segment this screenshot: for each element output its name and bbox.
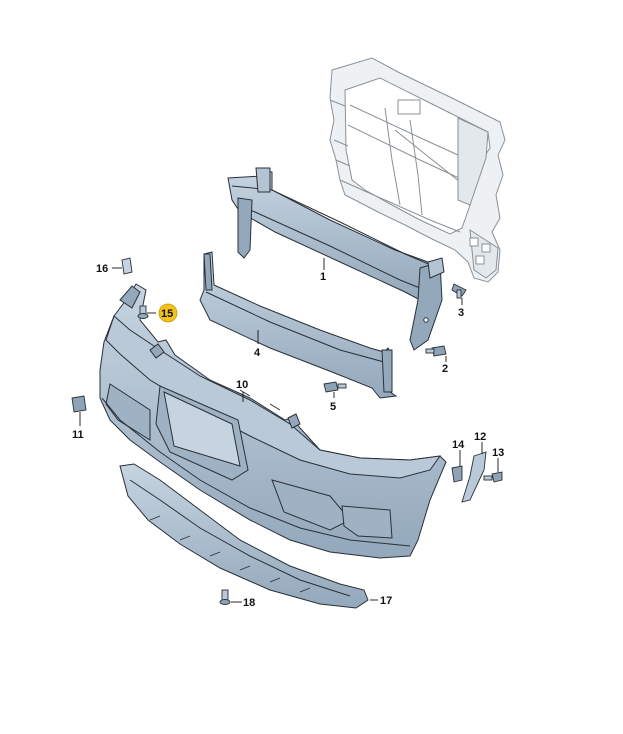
callouts: 16 15 1 3 2 4 5 10 11 12 14 13 17 18 [72, 263, 504, 609]
part-11-bracket [71, 395, 87, 413]
part-13-screw [483, 471, 503, 483]
part-17-lower-spoiler [119, 463, 369, 609]
callout-17: 17 [380, 595, 392, 607]
callout-18: 18 [243, 597, 255, 609]
callout-15-highlight: 15 [158, 303, 178, 323]
callout-13: 13 [492, 447, 504, 459]
part-10-bumper-cover [99, 283, 447, 559]
part-12-guide [461, 451, 487, 503]
leader-lines [79, 258, 499, 603]
part-2-bolt [425, 345, 447, 357]
callout-5: 5 [330, 401, 336, 413]
callout-3: 3 [458, 307, 464, 319]
callout-2: 2 [442, 363, 448, 375]
hardware [71, 257, 503, 605]
part-14-clipnut [451, 465, 463, 483]
callout-11: 11 [72, 429, 84, 441]
part-3-bolt [451, 283, 467, 299]
part-16-clip [121, 257, 133, 275]
callout-14: 14 [452, 439, 465, 451]
front-end-carrier [329, 57, 506, 283]
callout-16: 16 [96, 263, 108, 275]
part-1-crossmember [227, 167, 445, 351]
part-5-bolt [323, 381, 347, 393]
callout-10: 10 [236, 379, 248, 391]
part-15-screw [137, 305, 149, 319]
callout-1: 1 [320, 271, 326, 283]
callout-15: 15 [161, 308, 173, 320]
callout-4: 4 [254, 347, 261, 359]
part-18-screw [219, 589, 231, 605]
callout-12: 12 [474, 431, 486, 443]
part-4-absorber [199, 251, 398, 399]
